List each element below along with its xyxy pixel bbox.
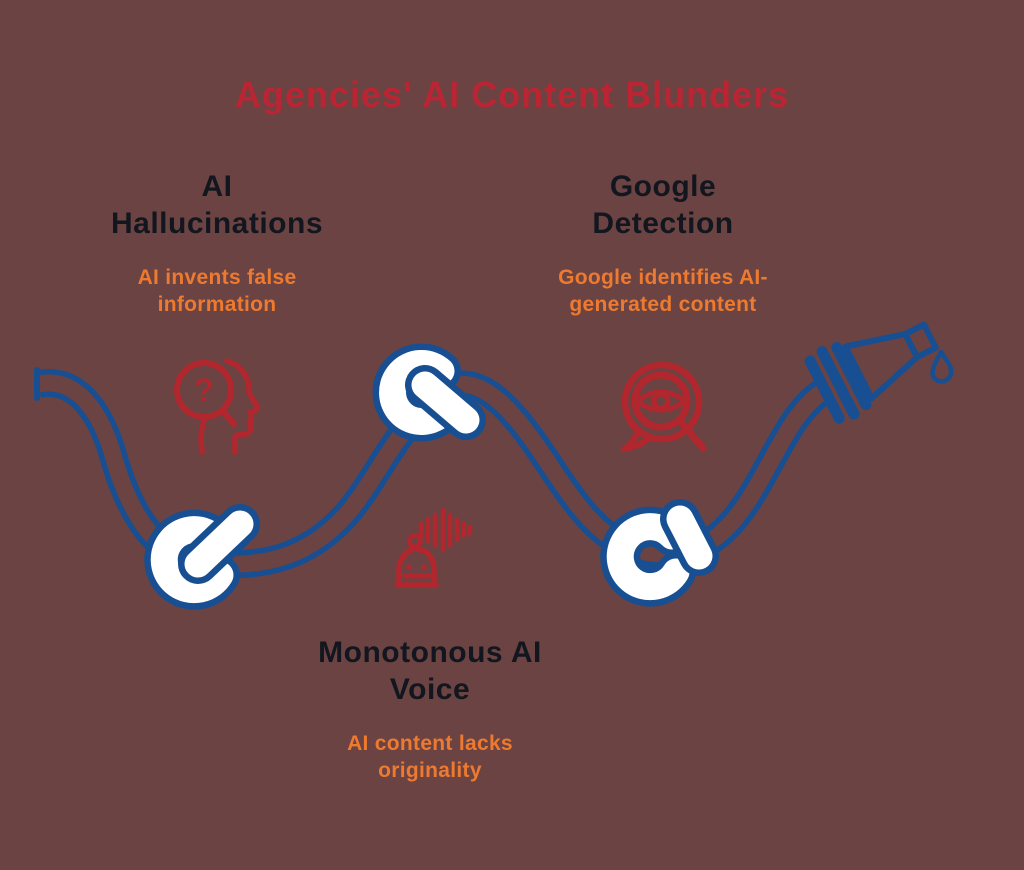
hose-knot-right — [600, 499, 719, 607]
heading-line: Google — [609, 170, 717, 203]
heading-line: Hallucinations — [110, 207, 324, 240]
section-heading: AI Hallucinations — [52, 168, 382, 242]
section-google-detection: Google Detection Google identifies AI- g… — [498, 168, 828, 318]
eye-magnifier-bubble-icon — [621, 361, 707, 452]
water-drop-icon — [930, 349, 954, 384]
head-question-magnifier-icon: ? — [174, 358, 260, 455]
heading-line: Detection — [592, 207, 734, 240]
page-title: Agencies' AI Content Blunders — [234, 74, 790, 115]
question-mark-glyph: ? — [194, 372, 214, 408]
section-monotonous-ai-voice: Monotonous AI Voice AI content lacks ori… — [265, 634, 595, 784]
subtitle-line: AI content lacks — [347, 732, 513, 755]
section-subtitle: Google identifies AI- generated content — [498, 264, 828, 318]
section-heading: Google Detection — [498, 168, 828, 242]
subtitle-line: AI invents false — [137, 266, 297, 289]
waveform-bars — [418, 507, 473, 553]
hose-knot-left — [144, 504, 260, 610]
subtitle-line: generated content — [569, 293, 757, 316]
heading-line: Voice — [389, 673, 471, 706]
section-heading: Monotonous AI Voice — [265, 634, 595, 708]
section-subtitle: AI content lacks originality — [265, 730, 595, 784]
heading-line: AI — [201, 170, 233, 203]
hose-knot-top — [372, 343, 486, 442]
heading-line: Monotonous AI — [318, 636, 542, 669]
subtitle-line: information — [157, 293, 277, 316]
section-subtitle: AI invents false information — [52, 264, 382, 318]
hose-nozzle — [804, 321, 939, 424]
subtitle-line: originality — [378, 759, 482, 782]
subtitle-line: Google identifies AI- — [558, 266, 768, 289]
robot-voice-waveform-icon — [394, 507, 473, 588]
section-ai-hallucinations: AI Hallucinations AI invents false infor… — [52, 168, 382, 318]
